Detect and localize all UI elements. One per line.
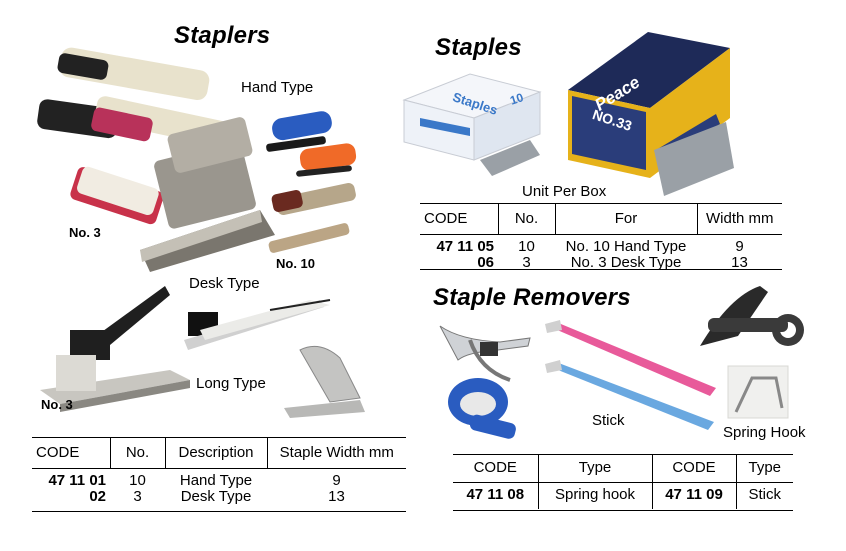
- cell-code: 06: [477, 254, 494, 271]
- table-row: 47 11 01 10 Hand Type 9: [32, 469, 406, 490]
- spring-hook-icon: [727, 365, 789, 419]
- staples-box-no10-icon: [402, 73, 542, 176]
- col-header-staple-width: Staple Width mm: [266, 438, 406, 469]
- col-header-code: CODE: [473, 459, 517, 476]
- cell-no: 3: [133, 488, 142, 505]
- table-row: 47 11 08 Spring hook 47 11 09 Stick: [453, 481, 793, 509]
- cell-description: Hand Type: [179, 472, 253, 489]
- staplers-table-bottom-rule: [32, 511, 406, 512]
- table-header-row: CODE Type CODE Type: [453, 455, 793, 481]
- table-row: 47 11 05 10 No. 10 Hand Type 9: [420, 235, 782, 256]
- label-hand-type: Hand Type: [241, 79, 314, 96]
- col-header-width: Width mm: [696, 204, 782, 235]
- label-no10: No. 10: [276, 256, 316, 271]
- cell-code: 47 11 09: [651, 481, 736, 509]
- cell-width: 13: [731, 254, 748, 271]
- cell-code: 02: [89, 488, 106, 505]
- col-header-for: For: [554, 204, 697, 235]
- cell-width: 9: [735, 238, 744, 255]
- jaw-remover-icon: [448, 378, 516, 439]
- cell-code: 47 11 01: [48, 472, 106, 489]
- staples-box-no33-icon: [568, 32, 734, 196]
- staples-table: CODE No. For Width mm 47 11 05 10 No. 10…: [420, 204, 782, 271]
- label-long-type: Long Type: [196, 375, 266, 392]
- col-header-code: CODE: [420, 204, 498, 235]
- col-header-code: CODE: [32, 438, 110, 469]
- removers-table-bottom-rule: [453, 510, 793, 511]
- col-header-type: Type: [537, 455, 652, 481]
- cell-code: 47 11 05: [436, 238, 494, 255]
- plier-remover-icon: [439, 325, 531, 382]
- cell-type: Stick: [735, 481, 793, 509]
- cell-no: 10: [518, 238, 535, 255]
- label-no3-top: No. 3: [69, 225, 101, 240]
- table-header-row: CODE No. Description Staple Width mm: [32, 438, 406, 469]
- col-header-description: Description: [164, 438, 267, 469]
- cell-no: 3: [522, 254, 531, 271]
- table-row: 02 3 Desk Type 13: [32, 489, 406, 505]
- label-no3-bottom: No. 3: [41, 397, 73, 412]
- cell-no: 10: [129, 472, 146, 489]
- no10-stapler-icon: [268, 182, 356, 253]
- staples-table-top-rule: [420, 203, 782, 204]
- removers-table-mid-rule: [453, 482, 793, 483]
- grey-desk-stapler-icon: [140, 117, 275, 272]
- staples-table-bottom-rule: [420, 269, 782, 270]
- col-header-no: No.: [109, 438, 165, 469]
- cell-width: 13: [328, 488, 345, 505]
- table-header-row: CODE No. For Width mm: [420, 204, 782, 235]
- col-header-no: No.: [497, 204, 555, 235]
- staplers-table-top-rule: [32, 437, 406, 438]
- col-header-code: CODE: [651, 455, 736, 481]
- removers-table-top-rule: [453, 454, 793, 455]
- cell-type: Spring hook: [537, 481, 652, 509]
- removers-heading: Staple Removers: [433, 284, 631, 311]
- black-spring-hook-remover-icon: [700, 286, 804, 346]
- cell-for: No. 3 Desk Type: [570, 254, 682, 271]
- staplers-heading: Staplers: [174, 22, 271, 49]
- staples-heading: Staples: [435, 34, 522, 61]
- cell-code: 47 11 08: [466, 486, 525, 503]
- label-stick: Stick: [592, 412, 625, 429]
- staplers-table: CODE No. Description Staple Width mm 47 …: [32, 438, 406, 505]
- table-row: 06 3 No. 3 Desk Type 13: [420, 255, 782, 271]
- unit-per-box-label: Unit Per Box: [522, 183, 607, 200]
- removers-table: CODE Type CODE Type 47 11 08 Spring hook…: [453, 455, 793, 509]
- label-spring-hook: Spring Hook: [723, 424, 806, 441]
- label-desk-type: Desk Type: [189, 275, 260, 292]
- cell-for: No. 10 Hand Type: [565, 238, 687, 255]
- col-header-type: Type: [735, 455, 793, 481]
- blue-stick-remover-icon: [545, 360, 714, 430]
- pink-stick-remover-icon: [545, 320, 716, 396]
- cell-width: 9: [332, 472, 341, 489]
- cell-description: Desk Type: [180, 488, 252, 505]
- long-reach-stapler-icon: [184, 299, 331, 350]
- heavy-duty-stapler-icon: [40, 286, 190, 412]
- desk-type-stapler-icon: [284, 345, 365, 418]
- hand-staplers-icon: [266, 111, 357, 177]
- red-stapler-icon: [70, 96, 235, 225]
